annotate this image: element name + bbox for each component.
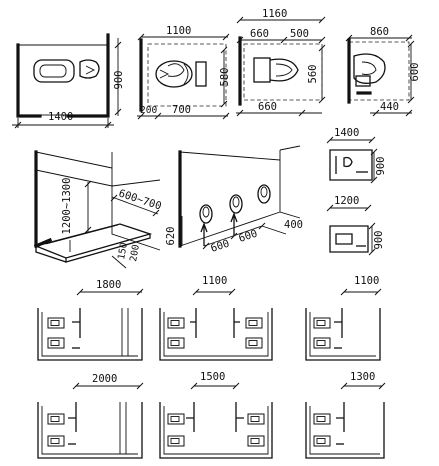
plan2-offset: 200: [140, 105, 157, 116]
urinal-trough-perspective: 1200~1300 600~700 150 200: [33, 150, 163, 269]
plan3-left: 660: [250, 28, 269, 40]
cubicle-plan-6: 1300: [305, 371, 386, 459]
cubicle4-width: 2000: [92, 373, 117, 385]
cubicle-plan-2: 1100: [159, 275, 273, 361]
trough-step-200: 200: [128, 243, 142, 262]
urinal-2: [229, 194, 243, 236]
plan1-depth: 900: [113, 71, 125, 90]
urinal-spacing-1: 600: [209, 238, 231, 255]
urinal-spacing-2: 600: [237, 228, 259, 245]
urinal-height: 620: [165, 227, 177, 246]
plan3-bottom: 660: [258, 101, 277, 113]
plan3-right: 500: [290, 28, 309, 40]
cubicle-plan-5: 1500: [159, 371, 273, 459]
plan4-depth: 600: [409, 63, 421, 82]
plan-squat-toilet: 1400 900: [12, 33, 125, 129]
urinals-perspective: 600 600 400 620: [165, 145, 303, 255]
small-plan-b-width: 1200: [334, 195, 359, 207]
cubicle6-width: 1300: [350, 371, 375, 383]
plan3-width: 1160: [262, 8, 287, 20]
plan4-width: 860: [370, 26, 389, 38]
plan-wc-corner: 860 600 440: [345, 26, 421, 117]
plan2-clear: 700: [172, 104, 191, 116]
plan2-depth: 580: [219, 68, 231, 87]
trough-height: 1200~1300: [61, 178, 73, 235]
cubicle-plan-1: 1800: [37, 279, 144, 361]
trough-step-150: 150: [116, 241, 130, 260]
small-plan-a-height: 900: [375, 157, 387, 176]
small-plan-a: 1400 900: [326, 127, 387, 184]
trough-width: 600~700: [117, 187, 163, 212]
cubicle1-width: 1800: [96, 279, 121, 291]
plan4-bottom: 440: [380, 101, 399, 113]
small-plan-b-height: 900: [373, 231, 385, 250]
plan-wc-front: 1160 660 500 560 660: [236, 8, 326, 117]
cubicle-plan-4: 2000: [37, 373, 144, 459]
cubicle2-width: 1100: [202, 275, 227, 287]
cubicle5-width: 1500: [200, 371, 225, 383]
plan3-depth: 560: [307, 65, 319, 84]
small-plan-b: 1200 900: [326, 195, 385, 256]
urinal-3: [257, 184, 271, 204]
cubicle-plan-3: 1100: [305, 275, 382, 361]
urinal-depth: 400: [284, 219, 303, 231]
cubicle3-width: 1100: [354, 275, 379, 287]
urinal-1: [199, 204, 213, 246]
plan2-width: 1100: [166, 25, 191, 37]
small-plan-a-width: 1400: [334, 127, 359, 139]
plan-wc-side: 1100 580 200 700: [137, 25, 231, 120]
plan1-width: 1400: [48, 111, 73, 123]
